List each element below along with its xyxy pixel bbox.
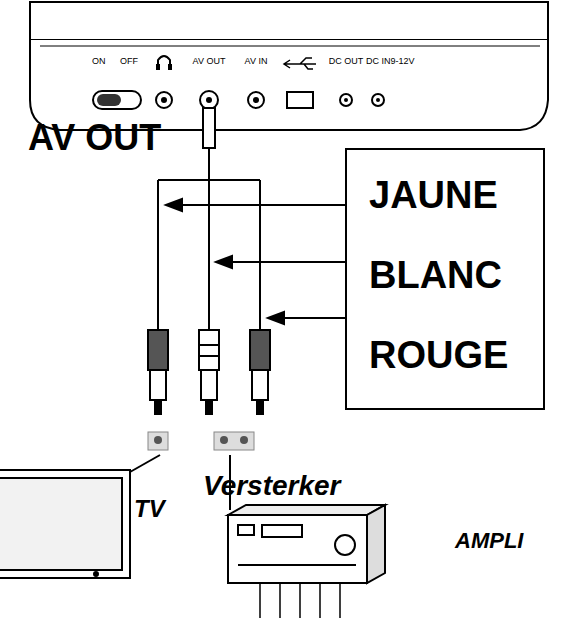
- color-name: BLANC: [369, 256, 529, 294]
- switch-label: OFF: [120, 57, 138, 66]
- leader-arrows: [166, 199, 345, 324]
- device-label: TV: [134, 497, 165, 521]
- port-label: AV OUT: [193, 57, 226, 66]
- device-label: AMPLI: [455, 530, 523, 552]
- switch-label: ON: [92, 57, 106, 66]
- jack-icons: [148, 432, 254, 450]
- port-label: DC IN9-12V: [366, 57, 415, 66]
- port-label: DC OUT: [329, 57, 364, 66]
- panel-controls: [93, 56, 384, 109]
- av-cable: [158, 108, 260, 330]
- device-label: Versterker: [203, 472, 341, 500]
- port-label: AV IN: [245, 57, 268, 66]
- color-legend-box: JAUNE BLANC ROUGE: [345, 148, 545, 410]
- rca-plugs: [148, 330, 270, 414]
- dvd-player: [30, 2, 548, 130]
- color-name: ROUGE: [369, 336, 529, 374]
- connector-title: AV OUT: [28, 120, 161, 156]
- color-name: JAUNE: [369, 176, 529, 214]
